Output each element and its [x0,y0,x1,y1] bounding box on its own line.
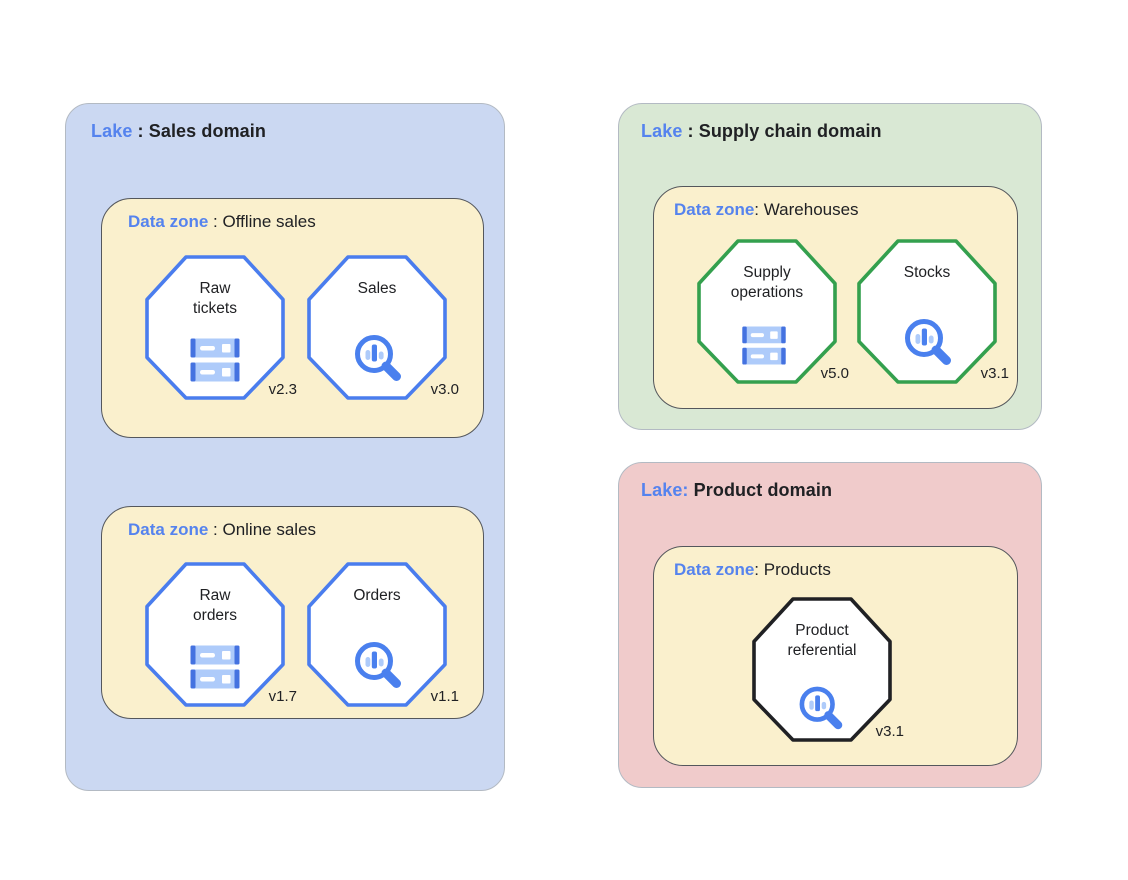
entity-version: v1.1 [430,688,459,705]
lake-sales-domain: Lake : Sales domain Data zone : Offline … [65,103,505,791]
entity-version: v3.0 [430,381,459,398]
lake-product-domain: Lake: Product domain Data zone: Products… [618,462,1042,788]
entity-name: Supply operations [730,264,804,301]
lake-label: Lake [91,121,133,141]
entity-version: v3.1 [980,365,1009,382]
zone-separator: : [754,560,764,579]
zone-separator: : [208,520,223,539]
zone-label: Data zone [128,212,209,231]
zone-label: Data zone [128,520,209,539]
zone-separator: : [754,200,764,219]
entity-name: Product referential [787,622,857,659]
data-zone-offline-sales: Data zone : Offline sales Raw tickets [101,198,484,438]
entity-raw-tickets: Raw tickets v2.3 [145,255,297,400]
lake-title: Lake : Supply chain domain [641,121,882,142]
zone-title: Data zone: Products [674,560,831,580]
storage-icon [741,325,793,371]
search-insights-icon [794,681,850,737]
zone-name: Warehouses [763,200,859,219]
entity-sales: Sales v3.0 [307,255,459,400]
entity-version: v2.3 [268,381,297,398]
lake-separator: : [132,121,149,141]
data-zone-online-sales: Data zone : Online sales Raw orders [101,506,484,719]
octagon-outline [697,239,837,384]
lake-title: Lake : Sales domain [91,121,266,142]
zone-label: Data zone [674,200,755,219]
octagon-outline [145,562,285,707]
zone-title: Data zone : Online sales [128,520,316,540]
entity-supply-operations: Supply operations v5.0 [697,239,849,384]
zone-label: Data zone [674,560,755,579]
lake-name: Supply chain domain [698,121,882,141]
search-insights-icon [349,329,405,385]
lake-label: Lake [641,121,683,141]
storage-icon [189,644,241,690]
search-insights-icon [349,636,405,692]
entity-orders: Orders v1.1 [307,562,459,707]
data-zone-warehouses: Data zone: Warehouses Supply operations [653,186,1018,409]
entity-raw-orders: Raw orders v1.7 [145,562,297,707]
octagon-outline [145,255,285,400]
lake-label: Lake: [641,480,689,500]
entity-version: v3.1 [875,723,904,740]
entity-name: Sales [357,280,397,297]
octagon-outline [857,239,997,384]
entity-name: Raw orders [193,587,237,624]
search-insights-icon [899,313,955,369]
entity-name: Orders [353,587,401,604]
octagon-outline [307,255,447,400]
lake-name: Product domain [693,480,833,500]
entity-stocks: Stocks v3.1 [857,239,1009,384]
octagon-outline [752,597,892,742]
storage-icon [189,337,241,383]
entity-version: v5.0 [820,365,849,382]
entity-name: Raw tickets [193,280,237,317]
data-zone-products: Data zone: Products Product referential … [653,546,1018,766]
zone-name: Products [763,560,831,579]
lake-supply-chain-domain: Lake : Supply chain domain Data zone: Wa… [618,103,1042,430]
entity-product-referential: Product referential v3.1 [752,597,904,742]
entity-name: Stocks [903,264,951,281]
lake-name: Sales domain [148,121,266,141]
lake-separator: : [682,121,699,141]
entity-version: v1.7 [268,688,297,705]
zone-title: Data zone: Warehouses [674,200,859,220]
zone-name: Online sales [222,520,317,539]
octagon-outline [307,562,447,707]
zone-separator: : [208,212,223,231]
zone-title: Data zone : Offline sales [128,212,316,232]
zone-name: Offline sales [222,212,316,231]
lake-title: Lake: Product domain [641,480,832,501]
